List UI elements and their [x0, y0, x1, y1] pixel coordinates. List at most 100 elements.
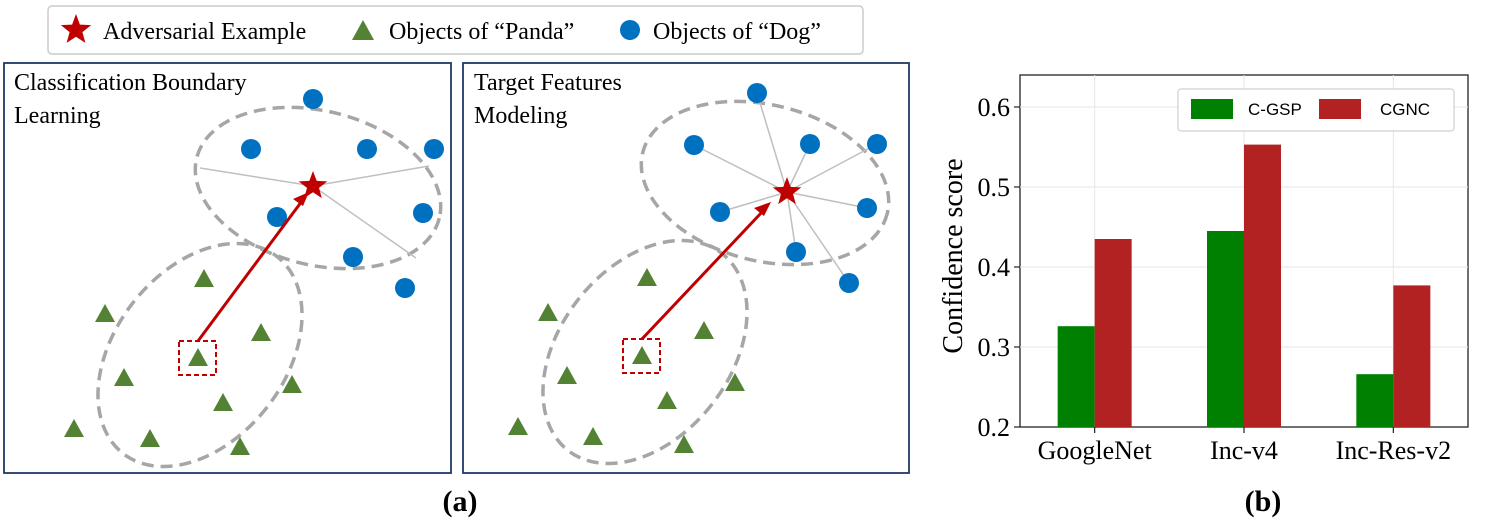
panel-title-line2: Modeling [474, 103, 567, 129]
bar-cgnc-inc-v4 [1244, 144, 1281, 427]
x-axis: GoogleNet Inc-v4 Inc-Res-v2 [1038, 427, 1451, 465]
dog-object [800, 134, 820, 154]
legend-label-adversarial: Adversarial Example [103, 19, 306, 45]
panel-target-features: Target Features Modeling [462, 62, 910, 474]
dog-object [710, 202, 730, 222]
panda-object [114, 368, 134, 386]
perturbation-arrow [196, 200, 304, 342]
diagram-legend: Adversarial Example Objects of “Panda” O… [47, 5, 864, 55]
dog-object [684, 135, 704, 155]
panda-object [583, 427, 603, 445]
caption-b: (b) [1245, 485, 1282, 518]
panel-frame [462, 62, 910, 474]
panda-cluster-boundary [96, 241, 304, 469]
legend-star-icon [60, 14, 92, 43]
panda-object [508, 417, 528, 435]
feature-link [719, 191, 788, 213]
panda-object [557, 366, 577, 384]
bar-cgnc-inc-res-v2 [1393, 285, 1431, 427]
dog-object [357, 139, 377, 159]
caption-a: (a) [443, 485, 478, 518]
panda-object [230, 437, 250, 455]
y-tick-label: 0.4 [978, 253, 1011, 282]
bar-cgnc-googlenet [1094, 239, 1132, 427]
y-tick-label: 0.5 [978, 173, 1011, 202]
x-tick-label: GoogleNet [1038, 436, 1153, 465]
legend-label-cgnc: CGNC [1380, 100, 1430, 119]
panda-object [538, 303, 558, 321]
chart-legend: C-GSP CGNC [1177, 88, 1455, 132]
y-axis-label: Confidence score [938, 158, 969, 353]
legend-swatch-cgnc [1319, 99, 1361, 119]
dog-object [395, 278, 415, 298]
legend-label-dog: Objects of “Dog” [653, 19, 821, 45]
panda-object [637, 268, 657, 286]
y-tick-label: 0.3 [978, 333, 1011, 362]
dog-object [413, 203, 433, 223]
feature-link [756, 92, 788, 193]
y-tick-label: 0.2 [978, 413, 1011, 442]
feature-link [786, 143, 878, 193]
panda-object [282, 375, 302, 393]
panel-title-line1: Target Features [474, 70, 622, 96]
source-panda-object [632, 346, 652, 364]
panda-object [657, 391, 677, 409]
source-panda-object [188, 348, 208, 366]
panel-title-line1: Classification Boundary [14, 70, 247, 96]
boundary-line [312, 185, 417, 259]
dog-object [786, 242, 806, 262]
panda-object [251, 323, 271, 341]
y-axis: 0.2 0.3 0.4 0.5 0.6 [978, 93, 1020, 442]
x-tick-label: Inc-Res-v2 [1336, 436, 1452, 465]
dog-object [343, 247, 363, 267]
feature-link [693, 144, 788, 193]
legend-circle-icon [620, 20, 640, 40]
panda-object [725, 373, 745, 391]
panda-object [694, 321, 714, 339]
chart-legend-box [1177, 88, 1455, 132]
bar-c-gsp-inc-res-v2 [1356, 374, 1394, 427]
panda-object [95, 304, 115, 322]
boundary-line [312, 165, 430, 187]
dog-object [857, 198, 877, 218]
dog-object [424, 139, 444, 159]
legend-label-panda: Objects of “Panda” [389, 19, 574, 45]
panel-title-line2: Learning [14, 103, 101, 129]
perturbation-arrowhead [754, 202, 771, 216]
panel-classification-boundary: Classification Boundary Learning [3, 62, 452, 474]
panda-object [140, 429, 160, 447]
dog-cluster-boundary [639, 99, 891, 267]
dog-object [267, 207, 287, 227]
dog-object [867, 134, 887, 154]
bar-c-gsp-googlenet [1057, 326, 1095, 427]
chart-bars [1057, 144, 1431, 427]
feature-link [786, 191, 868, 209]
adversarial-example-star-icon [298, 171, 328, 199]
boundary-line [199, 167, 314, 187]
legend-swatch-cgsp [1191, 99, 1233, 119]
perturbation-arrow [640, 209, 765, 341]
dog-object [303, 89, 323, 109]
panda-object [674, 435, 694, 453]
source-sample-box [178, 340, 217, 376]
panda-object [213, 393, 233, 411]
legend-box [47, 5, 864, 55]
dog-object [839, 273, 859, 293]
legend-label-cgsp: C-GSP [1248, 100, 1302, 119]
feature-link [786, 191, 850, 284]
x-tick-label: Inc-v4 [1210, 436, 1278, 465]
confidence-bar-chart: 0.2 0.3 0.4 0.5 0.6 GoogleNet Inc-v4 Inc-Res-v… [938, 74, 1469, 465]
panda-object [64, 419, 84, 437]
y-tick-label: 0.6 [978, 93, 1011, 122]
adversarial-example-star-icon [772, 177, 802, 205]
source-sample-box [622, 338, 661, 374]
dog-object [241, 139, 261, 159]
dog-cluster-boundary [193, 105, 443, 271]
panda-object [194, 269, 214, 287]
dog-object [747, 83, 767, 103]
feature-link [786, 191, 797, 253]
bar-c-gsp-inc-v4 [1207, 231, 1244, 427]
legend-triangle-icon [352, 20, 374, 40]
